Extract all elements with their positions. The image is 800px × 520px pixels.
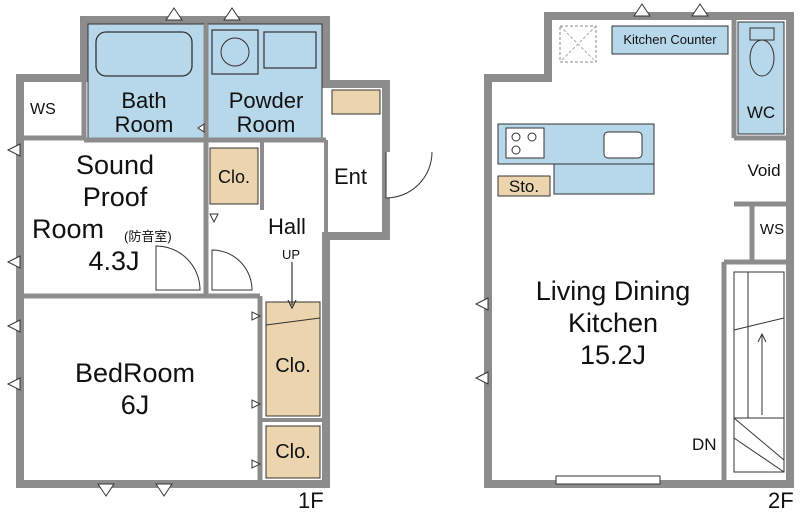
- bottom-window-2f: [555, 475, 661, 485]
- floor1-plan: [6, 7, 433, 497]
- shoe-cabinet: [331, 89, 381, 115]
- closet-door-ticks: [197, 123, 262, 469]
- closet-upper-label: Clo.: [217, 167, 250, 187]
- sink: [603, 131, 643, 159]
- storage-area: [497, 175, 551, 197]
- bath-room-label-line1: Bath: [121, 88, 167, 113]
- stairs-2f: [733, 271, 785, 473]
- sound-room-size: 4.3J: [88, 246, 140, 276]
- windows-1f: [6, 7, 241, 497]
- powder-room-label-line1: Powder: [228, 88, 304, 113]
- closet-stair-label: Clo.: [275, 355, 311, 377]
- entrance-door-swing: [385, 151, 433, 199]
- floor2-plan: [474, 3, 794, 488]
- sound-room-label-line3: Room: [32, 214, 105, 244]
- hall-label: Hall: [268, 214, 306, 239]
- wash-basin: [263, 31, 317, 69]
- washer-drum: [220, 37, 250, 67]
- void-label: Void: [747, 161, 781, 180]
- hall-door-swing: [211, 249, 253, 291]
- ldk-label-line1: Living Dining: [535, 276, 691, 306]
- ldk-size: 15.2J: [579, 340, 647, 370]
- sound-room-label-line1: Sound: [75, 150, 155, 180]
- wc-label: WC: [746, 103, 776, 122]
- ws-label-1f: WS: [30, 101, 56, 118]
- island-counter-extension: [553, 163, 655, 195]
- sound-room-door-swing: [155, 245, 201, 291]
- ws-label-2f: WS: [759, 221, 785, 238]
- stair-down-label: DN: [692, 435, 717, 454]
- closet-lower: [265, 425, 321, 479]
- toilet-bowl: [749, 39, 775, 77]
- floor1-label: 1F: [298, 488, 324, 513]
- cooktop: [505, 127, 545, 159]
- kitchen-counter-top: [611, 25, 729, 55]
- stair-arrow-head: [287, 299, 297, 310]
- entrance-label: Ent: [334, 164, 368, 189]
- floor2-label: 2F: [768, 488, 794, 513]
- bathtub: [95, 31, 193, 77]
- bath-room-label-line2: Room: [114, 112, 174, 137]
- bedroom-label: BedRoom: [74, 358, 196, 388]
- storage-label: Sto.: [508, 177, 540, 196]
- washing-machine: [211, 29, 259, 75]
- closet-lower-label: Clo.: [275, 441, 311, 463]
- kitchen-counter-label: Kitchen Counter: [623, 32, 717, 47]
- closet-upper: [209, 147, 259, 205]
- sound-room-label-jp: (防音室): [124, 229, 172, 244]
- stair-break-line: [265, 317, 321, 326]
- bedroom-size: 6J: [120, 390, 150, 420]
- stair-up-label: UP: [282, 247, 301, 262]
- powder-room-label-line2: Room: [236, 112, 296, 137]
- windows-2f: [474, 3, 709, 385]
- sound-room-label-line2: Proof: [82, 182, 148, 212]
- ldk-label-line2: Kitchen: [567, 308, 659, 338]
- toilet-tank: [749, 27, 775, 41]
